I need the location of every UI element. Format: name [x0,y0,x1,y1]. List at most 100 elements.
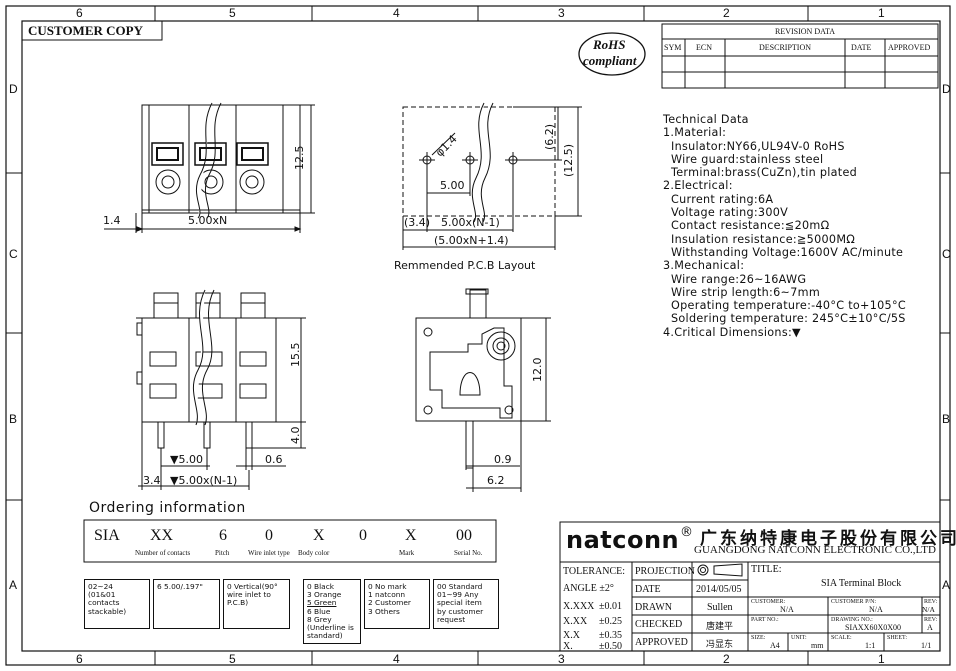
dim-front-pitch: ▼5.00 [170,453,203,466]
option-line: 02~24 [88,582,114,591]
dim-pcb-h2: (12.5) [562,143,575,177]
order-option-contacts: 02~24 (01&01 contacts stackable) [84,579,150,629]
option-line: by customer [437,606,484,616]
tol-xxx: X.XXX [563,601,595,612]
tol-x0-value: ±0.50 [599,641,622,652]
tol-x0: X. [563,641,573,652]
tech-line: Technical Data [663,113,749,126]
option-line: 0 Vertical(90° [227,582,278,591]
option-line: (Underline is [307,623,354,633]
zone-col-3: 3 [558,6,565,20]
zone-row-d-right: D [942,82,951,96]
order-option-mark: 0 No mark 1 natconn 2 Customer 3 Others [364,579,430,629]
zone-row-d: D [9,82,18,96]
order-label-pitch: Pitch [215,549,230,557]
angle-tolerance: ANGLE ±2° [563,583,614,594]
tech-line: Voltage rating:300V [671,206,789,220]
zone-row-c-right: C [942,247,951,261]
rev-top-value: N/A [922,605,935,614]
rev-value: A [927,623,933,632]
rev-top-label: REV: [924,599,938,605]
revision-header-date: DATE [851,43,872,52]
zone-row-b: B [9,412,18,426]
tol-x-value: ±0.35 [599,630,622,641]
order-option-pitch: 6 5.00/.197" [153,579,220,629]
date-value: 2014/05/05 [696,584,742,595]
tech-line: Withstanding Voltage:1600V AC/minute [671,245,904,259]
tech-line: 1.Material: [663,126,727,140]
revision-header-description: DESCRIPTION [759,43,812,52]
option-line: 5 Green [307,598,337,608]
customer-pn-value: N/A [869,605,883,614]
tech-line: Soldering temperature: 245°C±10°C/5S [671,312,906,326]
order-code-mark: X [405,527,417,544]
rohs-label: RoHS [593,37,626,52]
option-line: 6 5.00/.197" [157,582,203,591]
pcb-layout-drawing [402,102,582,250]
size-label: SIZE: [751,635,766,641]
dim-front-left: 3.4 [143,474,161,487]
tech-line: Operating temperature:-40°C to+105°C [671,299,906,313]
tech-line: Current rating:6A [671,192,774,206]
customer-pn-label: CUSTOMER P/N: [831,599,877,605]
dim-front-pin: 4.0 [289,426,302,445]
tech-line: 2.Electrical: [663,179,733,193]
zone-row-a-right: A [942,578,951,592]
tol-x: X.X [563,630,580,641]
option-line: 8 Grey [307,614,332,624]
zone-col-2-bottom: 2 [723,652,730,666]
order-option-serial: 00 Standard 01~99 Any special item by cu… [433,579,499,629]
option-line: 00 Standard [437,582,483,591]
order-code-contacts: XX [150,527,174,544]
order-label-body-color: Body color [298,549,330,557]
dim-pcb-total: (5.00xN+1.4) [434,234,509,247]
tol-xx-value: ±0.25 [599,616,622,627]
dim-side-depth: 6.2 [487,474,505,487]
zone-row-a: A [9,578,18,592]
tech-line: Terminal:brass(CuZn),tin plated [671,166,858,180]
drawing-no-value: SIAXX60X0X00 [845,623,901,632]
option-line: P.C.B) [227,598,249,608]
scale-value: 1:1 [865,641,876,650]
order-option-body-color: 0 Black 3 Orange 5 Green 6 Blue 8 Grey (… [303,579,361,644]
rohs-compliant-label: compliant [583,53,637,68]
option-line: 6 Blue [307,606,331,616]
tech-line: Insulation resistance:≧5000MΩ [671,232,856,246]
option-line: wire inlet to [227,590,271,600]
option-line: 0 No mark [368,582,407,591]
revision-header-sym: SYM [664,43,682,52]
dim-top-pitch: 5.00xN [188,214,228,227]
option-line: 3 Others [368,606,400,616]
checked-value: 唐建平 [706,621,734,631]
order-label-wire-inlet: Wire inlet type [248,549,290,557]
zone-col-3-bottom: 3 [558,652,565,666]
zone-col-1: 1 [878,6,885,20]
zone-row-c: C [9,247,18,261]
size-value: A4 [770,641,780,650]
zone-col-4: 4 [393,6,400,20]
company-name-cn: 广东纳特康电子股份有限公司 [700,529,956,549]
option-line: 3 Orange [307,590,342,600]
dim-front-height: 15.5 [289,342,302,368]
tech-line: 4.Critical Dimensions:▼ [663,325,801,339]
tech-line: Wire range:26~16AWG [671,272,807,286]
zone-col-2: 2 [723,6,730,20]
company-name-en: GUANGDONG NATCONN ELECTRONIC CO.,LTD [694,544,936,556]
title-label: TITLE: [751,564,782,575]
option-line: standard) [307,631,343,641]
zone-col-1-bottom: 1 [878,652,885,666]
customer-label: CUSTOMER: [751,599,786,605]
customer-copy-stamp: CUSTOMER COPY [28,23,143,38]
date-label: DATE [635,584,661,595]
tech-line: Contact resistance:≦20mΩ [671,219,830,233]
zone-col-5-bottom: 5 [229,652,236,666]
customer-value: N/A [780,605,794,614]
option-line: 0 Black [307,582,335,591]
dim-pcb-pitch: 5.00 [440,179,465,192]
front-view-drawing [136,289,306,490]
revision-title: REVISION DATA [775,27,836,36]
checked-label: CHECKED [635,619,683,630]
option-line: (01&01 [88,590,116,600]
sheet-label: SHEET: [887,635,908,641]
